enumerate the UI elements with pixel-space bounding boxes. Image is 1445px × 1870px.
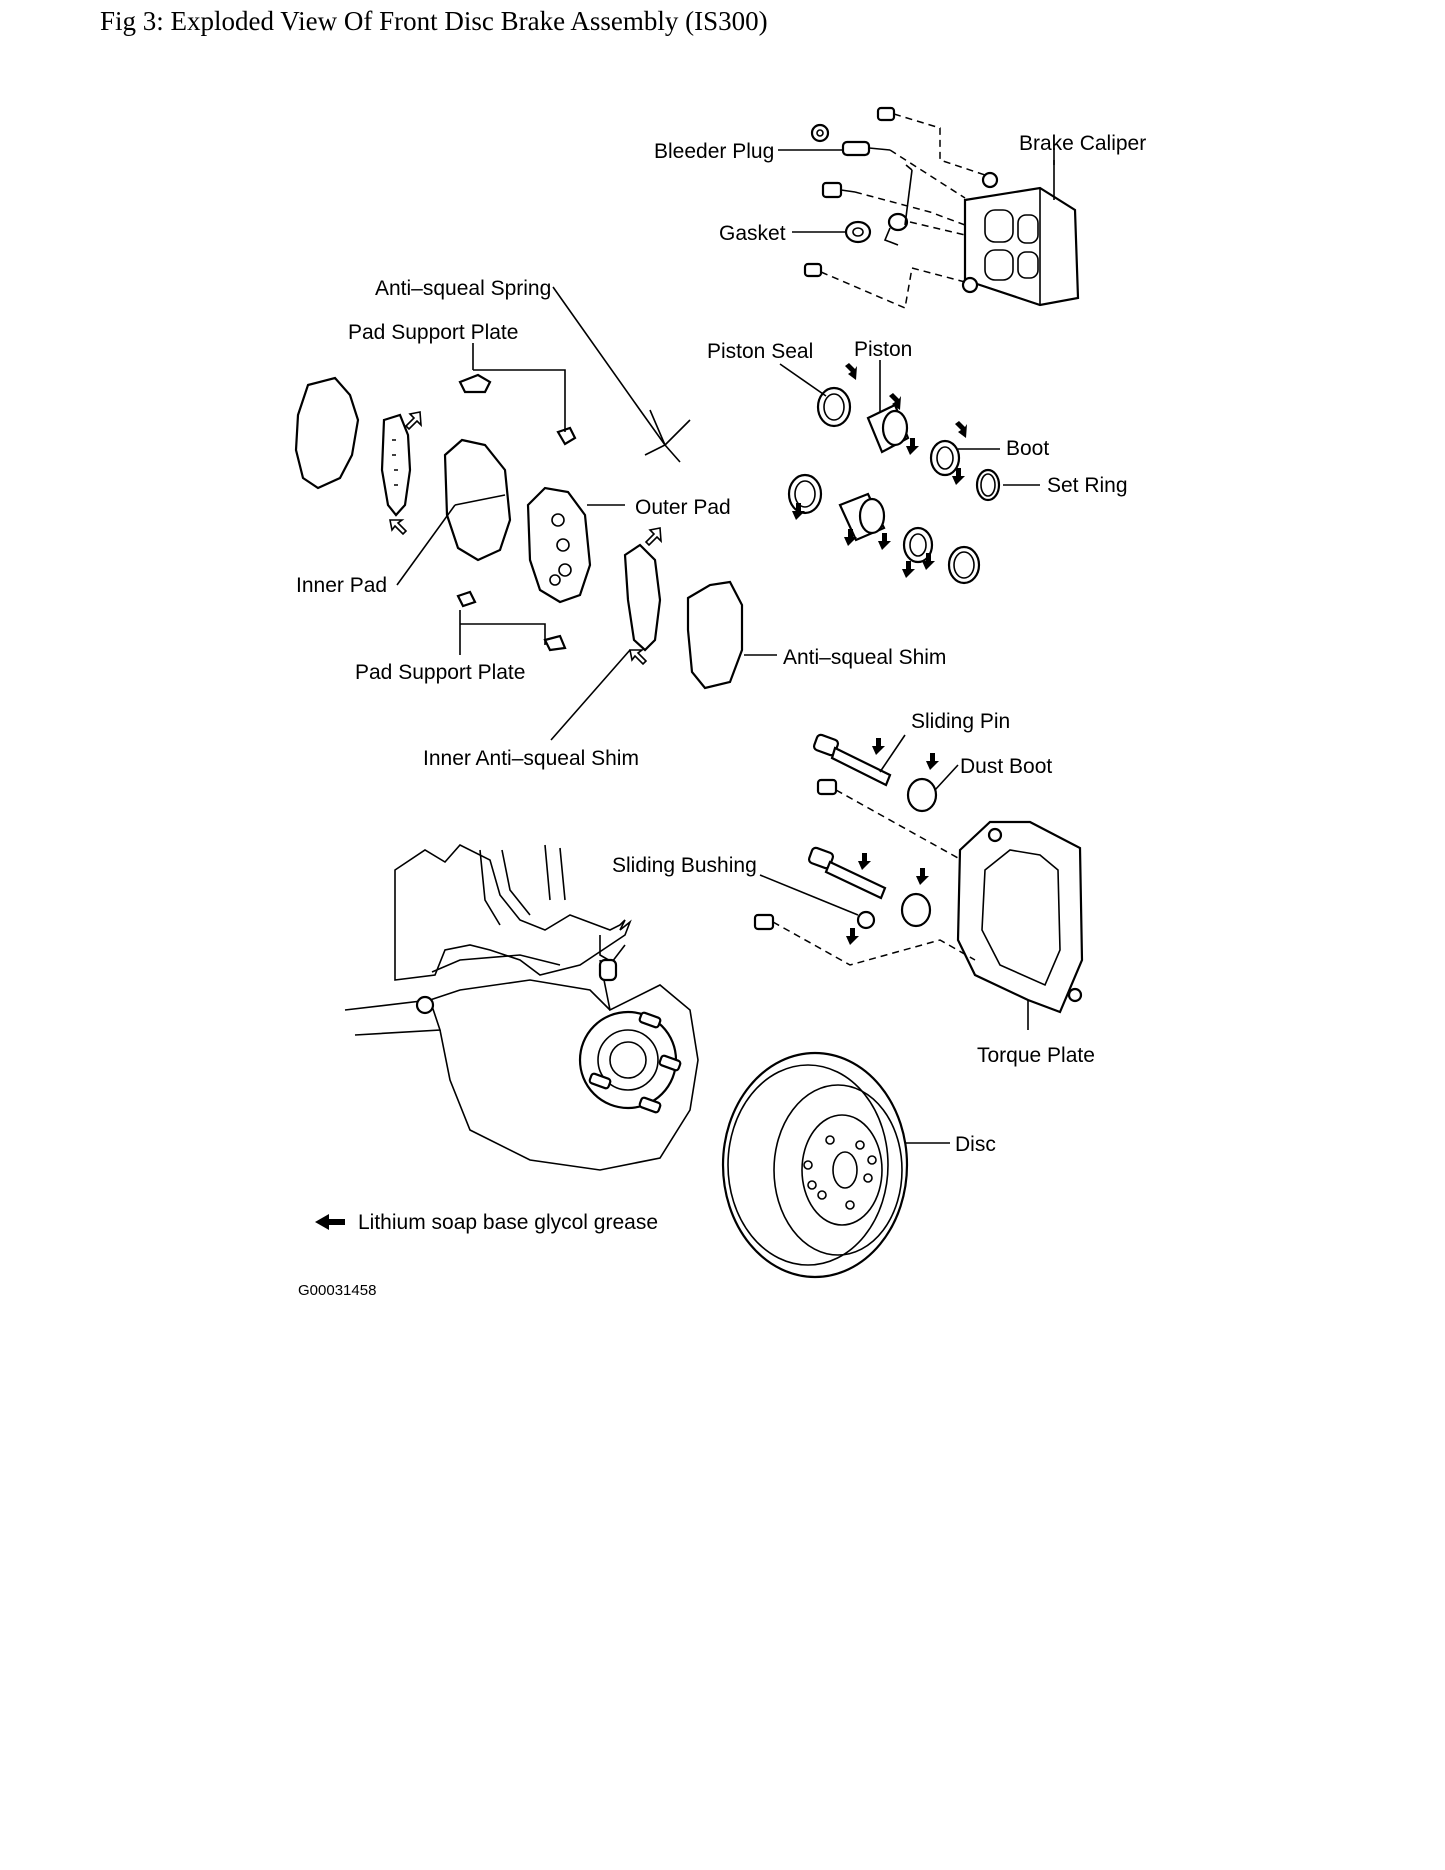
brake-caliper-part xyxy=(961,160,1080,307)
anti-squeal-spring-part xyxy=(644,409,691,463)
outer-shim-part xyxy=(294,376,360,490)
anti-squeal-shim-part xyxy=(686,580,744,690)
figure-title: Fig 3: Exploded View Of Front Disc Brake… xyxy=(100,6,768,36)
brake-disc-part xyxy=(721,1051,909,1279)
label-bleeder-plug: Bleeder Plug xyxy=(654,140,774,163)
leader-lines xyxy=(396,148,1055,1144)
label-gasket: Gasket xyxy=(719,222,786,245)
label-sliding-bushing: Sliding Bushing xyxy=(612,854,757,877)
label-inner-pad: Inner Pad xyxy=(296,574,387,597)
grease-arrows-pins xyxy=(846,738,939,945)
label-set-ring: Set Ring xyxy=(1047,474,1128,497)
label-pad-support-plate-top: Pad Support Plate xyxy=(348,321,518,344)
piston-group-upper xyxy=(816,386,1001,502)
grease-arrows-pads-outline xyxy=(389,411,662,666)
label-anti-squeal-spring: Anti–squeal Spring xyxy=(375,277,551,300)
label-pad-support-plate-bottom: Pad Support Plate xyxy=(355,661,525,684)
inner-shim-part xyxy=(380,413,412,517)
figure-code: G00031458 xyxy=(298,1282,376,1299)
label-piston-seal: Piston Seal xyxy=(707,340,813,363)
label-sliding-pin: Sliding Pin xyxy=(911,710,1010,733)
label-inner-anti-squeal-shim: Inner Anti–squeal Shim xyxy=(423,747,639,770)
label-boot: Boot xyxy=(1006,437,1049,460)
label-dust-boot: Dust Boot xyxy=(960,755,1052,778)
torque-plate-part xyxy=(956,820,1084,1014)
label-torque-plate: Torque Plate xyxy=(977,1044,1095,1067)
label-anti-squeal-shim: Anti–squeal Shim xyxy=(783,646,946,669)
outer-pad-part xyxy=(526,486,592,604)
sliding-pins xyxy=(753,733,938,931)
piston-group-lower xyxy=(787,473,981,585)
label-outer-pad: Outer Pad xyxy=(635,496,731,519)
inner-anti-squeal-shim-part xyxy=(623,543,662,652)
caliper-dashed-guides xyxy=(820,113,986,310)
legend-grease-text: Lithium soap base glycol grease xyxy=(358,1211,658,1234)
torque-plate-dashed-guides xyxy=(772,789,976,966)
label-disc: Disc xyxy=(955,1133,996,1156)
caliper-hardware xyxy=(803,106,913,278)
steering-knuckle-hub xyxy=(344,844,699,1171)
grease-arrows-pistons xyxy=(792,363,967,578)
pad-support-plates xyxy=(456,373,577,652)
inner-pad-part xyxy=(443,438,512,562)
label-piston: Piston xyxy=(854,338,912,361)
label-brake-caliper: Brake Caliper xyxy=(1019,132,1146,155)
grease-legend-arrow-icon xyxy=(315,1214,345,1230)
